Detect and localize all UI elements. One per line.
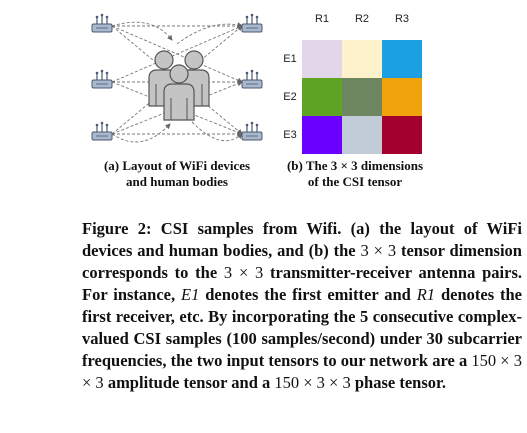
caption-dim-1: 3 × 3	[360, 241, 397, 260]
receiver-router-1-icon	[241, 13, 263, 33]
tensor-cell-e2-r1	[302, 78, 342, 116]
tensor-cell-e3-r1	[302, 116, 342, 154]
transmitter-router-2-icon	[91, 69, 113, 89]
column-label-r2: R2	[354, 13, 370, 25]
subcaption-b-line2: of the CSI tensor	[307, 174, 403, 189]
transmitter-router-3-icon	[91, 121, 113, 141]
receiver-router-3-icon	[241, 121, 263, 141]
wifi-layout-diagram	[91, 13, 263, 143]
wifi-layout-figure	[82, 4, 268, 164]
row-label-e2: E2	[283, 91, 297, 103]
tensor-cell-e1-r1	[302, 40, 342, 78]
caption-text-5: denotes the first receiver, etc. By inco…	[82, 285, 522, 370]
caption-emitter-e1: E1	[181, 285, 200, 304]
subcaption-a-line1: (a) Layout of WiFi devices	[103, 158, 251, 173]
row-label-e3: E3	[283, 129, 297, 141]
tensor-cell-e2-r3	[382, 78, 422, 116]
receiver-router-2-icon	[241, 69, 263, 89]
subcaption-a: (a) Layout of WiFi devices and human bod…	[84, 158, 270, 190]
caption-text-1: CSI samples from Wifi. (a) the layout of…	[82, 219, 523, 260]
row-label-e1: E1	[283, 53, 297, 65]
tensor-cell-e3-r2	[342, 116, 382, 154]
caption-text-4: denotes the first emitter and	[199, 285, 417, 304]
tensor-cell-e1-r3	[382, 40, 422, 78]
figure-caption: Figure 2: CSI samples from Wifi. (a) the…	[82, 218, 522, 394]
caption-text-3: transmitter-receiver antenna pairs. For …	[82, 263, 523, 304]
tensor-cell-e1-r2	[342, 40, 382, 78]
caption-dim-4: 150 × 3 × 3	[274, 373, 351, 392]
caption-text-6: amplitude tensor and a	[103, 373, 275, 392]
subcaption-b: (b) The 3 × 3 dimensions of the CSI tens…	[270, 158, 440, 190]
caption-text-7: phase tensor.	[350, 373, 446, 392]
subcaption-a-line2: and human bodies	[126, 174, 228, 189]
tensor-cell-e3-r3	[382, 116, 422, 154]
column-label-r3: R3	[394, 13, 410, 25]
caption-dim-3: 150 × 3 × 3	[82, 351, 523, 392]
caption-text-2: tensor dimension corresponds to the	[82, 241, 522, 282]
caption-dim-2: 3 × 3	[223, 263, 264, 282]
caption-receiver-r1: R1	[416, 285, 436, 304]
caption-label: Figure 2:	[82, 219, 152, 238]
human-bodies-icon	[148, 50, 210, 121]
column-label-r1: R1	[314, 13, 330, 25]
subcaption-b-line1: (b) The 3 × 3 dimensions	[286, 158, 424, 173]
csi-tensor-figure: R1 R2 R3 E1 E2 E3	[280, 4, 440, 164]
transmitter-router-1-icon	[91, 13, 113, 33]
tensor-cell-e2-r2	[342, 78, 382, 116]
